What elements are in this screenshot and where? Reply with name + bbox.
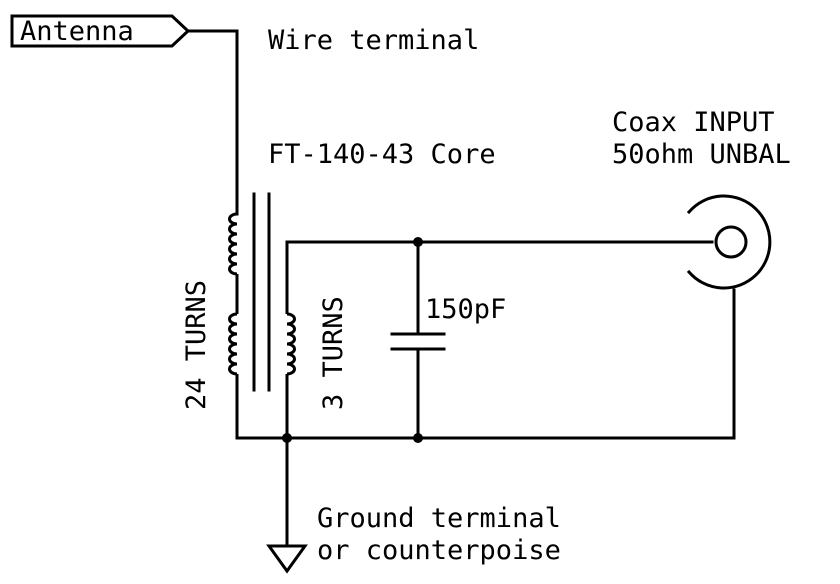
- coax-connector-icon: [686, 194, 772, 290]
- capacitor-150pf: [390, 240, 446, 440]
- wire-terminal-label: Wire terminal: [268, 25, 479, 56]
- coax-label-line1: Coax INPUT: [612, 107, 775, 138]
- junction-dot-bottom-cap: [413, 433, 423, 443]
- bottom-rail-wire: [235, 288, 736, 440]
- ground-symbol-icon: [266, 544, 308, 574]
- junction-dot-top: [413, 237, 423, 247]
- primary-turns-label: 24 TURNS: [181, 280, 212, 410]
- primary-coil: [228, 212, 239, 438]
- ground-label-line1: Ground terminal: [317, 503, 561, 534]
- antenna-port-tag: [10, 14, 191, 48]
- secondary-coil: [285, 242, 296, 438]
- coax-label-line2: 50ohm UNBAL: [612, 139, 791, 170]
- capacitor-label: 150pF: [425, 294, 506, 325]
- ground-label-line2: or counterpoise: [317, 535, 561, 566]
- antenna-wire: [186, 29, 239, 216]
- secondary-turns-label: 3 TURNS: [318, 296, 349, 410]
- core-label: FT-140-43 Core: [268, 139, 496, 170]
- antenna-label: Antenna: [20, 16, 134, 47]
